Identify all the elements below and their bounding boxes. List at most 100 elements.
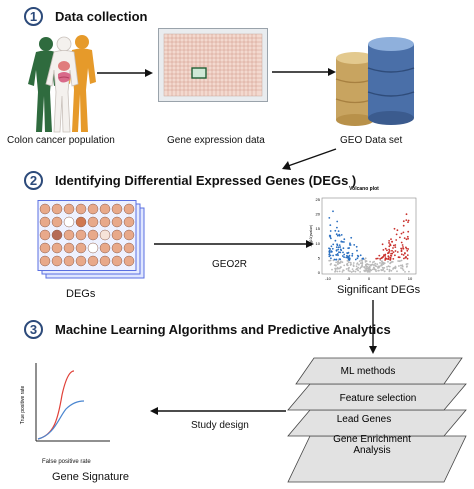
- volcano-point: [374, 269, 377, 271]
- volcano-point: [400, 259, 403, 262]
- plate-well: [87, 229, 99, 241]
- volcano-point: [348, 254, 351, 257]
- volcano-point: [340, 234, 343, 236]
- volcano-point: [407, 237, 409, 240]
- volcano-point: [400, 247, 402, 250]
- volcano-point: [332, 210, 334, 213]
- volcano-point: [340, 249, 343, 252]
- plate-well: [63, 203, 75, 215]
- volcano-point: [339, 258, 342, 261]
- plate-well: [51, 203, 63, 215]
- plate-well: [123, 203, 135, 215]
- volcano-point: [337, 263, 339, 266]
- volcano-point: [350, 236, 353, 239]
- layer-label-ml-methods: ML methods: [341, 366, 396, 377]
- volcano-point: [400, 232, 403, 235]
- volcano-point: [336, 226, 338, 229]
- step-2-number: 2: [29, 173, 38, 188]
- volcano-point: [351, 252, 354, 255]
- volcano-point: [392, 247, 394, 249]
- volcano-point: [407, 221, 409, 223]
- volcano-point: [357, 266, 360, 269]
- volcano-point: [329, 248, 332, 250]
- plate-well: [39, 216, 51, 228]
- volcano-point: [394, 250, 397, 252]
- volcano-point: [373, 266, 375, 269]
- volcano-point: [351, 268, 354, 270]
- volcano-point: [328, 249, 331, 252]
- volcano-point: [335, 233, 338, 236]
- volcano-title: Volcano plot: [349, 186, 379, 192]
- volcano-point: [374, 264, 377, 267]
- volcano-point: [391, 249, 393, 252]
- volcano-point: [386, 266, 388, 268]
- database-icon: [335, 37, 415, 126]
- volcano-point: [394, 244, 397, 246]
- volcano-point: [402, 220, 405, 223]
- volcano-point: [365, 269, 368, 272]
- volcano-point: [378, 254, 381, 257]
- volcano-point: [347, 269, 350, 272]
- volcano-point: [355, 245, 358, 248]
- plate-well: [123, 255, 135, 267]
- volcano-point: [336, 253, 339, 255]
- volcano-point: [383, 270, 386, 273]
- volcano-point: [357, 269, 360, 272]
- volcano-point: [333, 258, 336, 261]
- arrow-geo-to-volcano: [282, 148, 337, 170]
- volcano-point: [349, 242, 351, 245]
- volcano-xtick: 10: [408, 276, 413, 281]
- plate-well: [51, 242, 63, 254]
- volcano-ylabel: -log10(pvalue): [309, 225, 313, 247]
- volcano-point: [384, 253, 387, 256]
- volcano-point: [400, 267, 402, 269]
- volcano-point: [376, 263, 379, 266]
- roc-curve-blue: [37, 400, 85, 440]
- volcano-point: [359, 266, 362, 269]
- volcano-point: [369, 260, 371, 263]
- step-1-circle: 1: [24, 7, 43, 26]
- volcano-point: [405, 263, 408, 265]
- volcano-point: [388, 240, 390, 242]
- roc-ylabel: True positive rate: [20, 386, 26, 425]
- volcano-point: [348, 266, 350, 269]
- volcano-point: [339, 246, 342, 248]
- volcano-point: [401, 267, 404, 270]
- volcano-point: [329, 236, 332, 238]
- volcano-point: [389, 262, 391, 265]
- volcano-point: [328, 217, 331, 219]
- volcano-point: [351, 254, 354, 257]
- volcano-point: [401, 264, 404, 267]
- volcano-point: [335, 258, 338, 261]
- layer-label-lead-genes: Lead Genes: [337, 414, 392, 425]
- plate-well: [39, 255, 51, 267]
- volcano-point: [381, 266, 384, 269]
- plate-well: [99, 216, 111, 228]
- volcano-point: [366, 265, 368, 268]
- volcano-point: [390, 252, 392, 255]
- volcano-point: [346, 254, 348, 257]
- volcano-point: [382, 263, 385, 266]
- volcano-point: [356, 254, 359, 257]
- volcano-point: [381, 260, 383, 263]
- volcano-point: [343, 264, 346, 267]
- volcano-point: [388, 248, 390, 251]
- volcano-point: [342, 269, 345, 272]
- volcano-point: [330, 237, 332, 240]
- volcano-point: [359, 254, 362, 257]
- volcano-ytick: 10: [316, 241, 321, 246]
- volcano-point: [390, 269, 393, 272]
- volcano-point: [340, 240, 343, 243]
- volcano-point: [335, 246, 338, 249]
- roc-curve-red: [37, 370, 75, 440]
- volcano-point: [378, 265, 381, 268]
- volcano-point: [347, 261, 350, 263]
- volcano-point: [395, 239, 398, 241]
- volcano-point: [392, 258, 395, 260]
- volcano-point: [335, 261, 337, 264]
- volcano-point: [336, 234, 339, 237]
- arrow-layers-to-signature: [150, 407, 286, 415]
- plate-well: [111, 229, 123, 241]
- volcano-point: [341, 271, 344, 273]
- volcano-point: [371, 263, 374, 266]
